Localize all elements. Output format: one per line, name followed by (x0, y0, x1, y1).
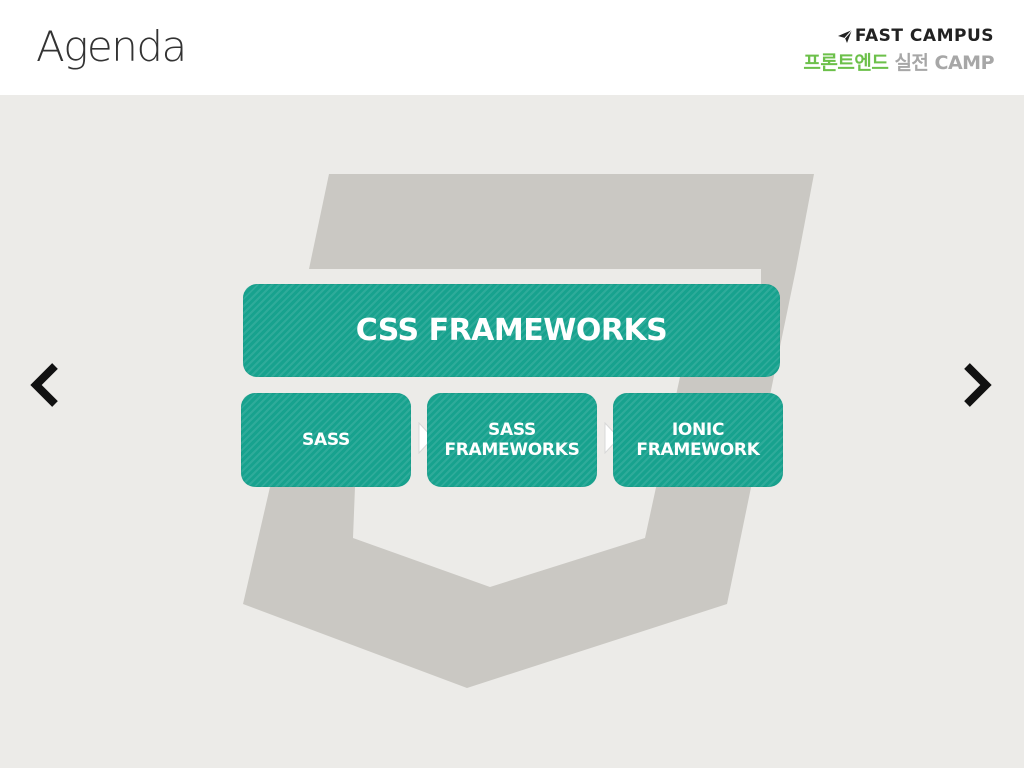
arrow-right-icon (604, 422, 620, 454)
brand-subtitle-green: 프론트엔드 (803, 52, 889, 74)
brand-subtitle: 프론트엔드 실전 CAMP (803, 48, 994, 75)
ionic-framework-label: IONIC FRAMEWORK (636, 420, 760, 460)
header: Agenda FAST CAMPUS 프론트엔드 실전 CAMP (0, 0, 1024, 95)
next-slide-button[interactable] (958, 361, 998, 409)
slide-content: CSS FRAMEWORKS SASS SASS FRAMEWORKS IONI… (0, 95, 1024, 768)
css-frameworks-box: CSS FRAMEWORKS (243, 284, 780, 377)
sass-frameworks-label: SASS FRAMEWORKS (444, 420, 580, 460)
chevron-right-icon (964, 363, 992, 407)
chevron-left-icon (30, 363, 58, 407)
brand-name-row: FAST CAMPUS (803, 26, 994, 46)
brand-subtitle-gray: 실전 CAMP (894, 52, 994, 74)
sass-box: SASS (241, 393, 411, 487)
paper-plane-icon (837, 29, 852, 43)
previous-slide-button[interactable] (24, 361, 64, 409)
ionic-framework-box: IONIC FRAMEWORK (613, 393, 783, 487)
sass-frameworks-box: SASS FRAMEWORKS (427, 393, 597, 487)
css-frameworks-label: CSS FRAMEWORKS (355, 313, 668, 348)
sass-label: SASS (302, 430, 350, 450)
page-title: Agenda (36, 22, 187, 71)
arrow-right-icon (418, 422, 434, 454)
brand-logo: FAST CAMPUS 프론트엔드 실전 CAMP (803, 26, 994, 75)
css3-logo-icon (243, 174, 814, 688)
brand-name: FAST CAMPUS (854, 26, 994, 46)
